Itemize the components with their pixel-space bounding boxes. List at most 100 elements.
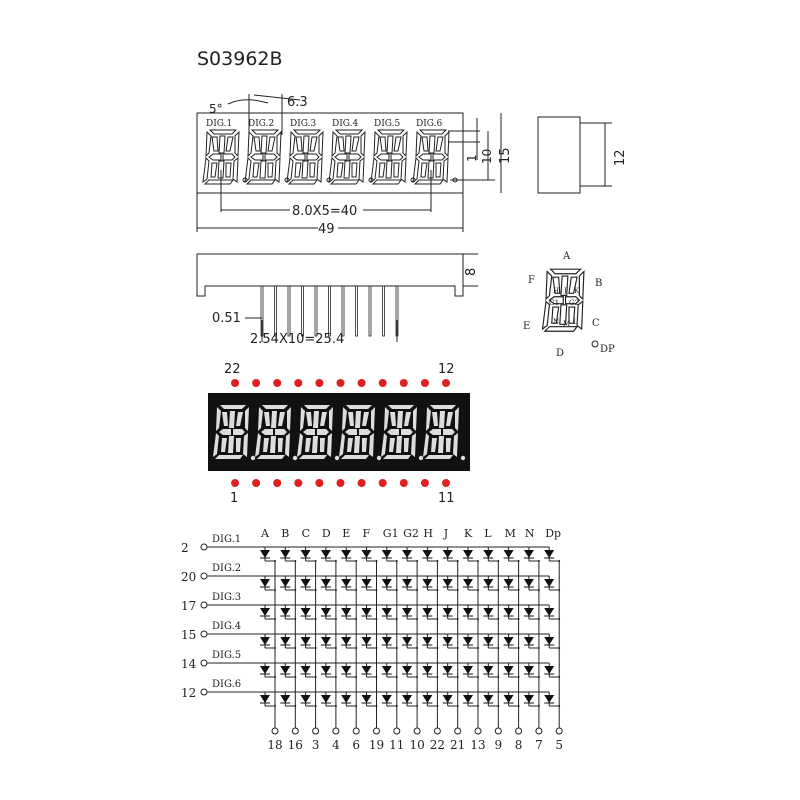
pin-pitch-label: 2.54X10=25.4 (250, 332, 344, 347)
pin-label-top-right: 12 (438, 362, 455, 377)
led-diode-icon (482, 607, 494, 617)
digit-outline (286, 129, 324, 185)
segment-label-g1: G1 (549, 299, 559, 307)
led-diode-icon (543, 636, 555, 646)
led-diode-icon (482, 549, 494, 559)
bottom-pin-dot (420, 479, 429, 487)
pin (287, 285, 291, 337)
led-diode-icon (320, 549, 332, 559)
pin-view: 22 12 1 11 (208, 362, 470, 506)
segment-pin-terminal (555, 727, 563, 735)
led-diode-icon (462, 636, 474, 646)
top-pin-dot (315, 379, 324, 387)
segment-pin-number: 16 (288, 738, 303, 752)
led-diode-icon (503, 665, 515, 675)
led-diode-icon (442, 665, 454, 675)
top-pin-dot (420, 379, 429, 387)
segment-column-label: Dp (545, 527, 561, 540)
led-diode-icon (442, 636, 454, 646)
segment-column-label: C (302, 527, 310, 540)
led-diode-icon (320, 636, 332, 646)
led-diode-icon (320, 607, 332, 617)
led-diode-icon (259, 578, 271, 588)
led-diode-icon (320, 665, 332, 675)
segment-pin-number: 22 (430, 738, 445, 752)
top-pin-dot (378, 379, 387, 387)
led-diode-icon (421, 665, 433, 675)
angle-label: 5° (209, 102, 223, 116)
pin (314, 285, 318, 337)
led-diode-icon (462, 607, 474, 617)
segment-label-h: H (553, 287, 559, 295)
pin-label-bottom-left: 1 (230, 491, 238, 506)
segment-pin-number: 13 (470, 738, 485, 752)
led-diode-icon (300, 607, 312, 617)
segment-pin-number: 6 (352, 738, 360, 752)
led-diode-icon (279, 607, 291, 617)
part-number-title: S03962B (197, 48, 283, 70)
segment-label-l: L (573, 318, 578, 326)
led-diode-icon (259, 549, 271, 559)
display-decimal-point (376, 455, 382, 461)
segment-pin-number: 8 (515, 738, 523, 752)
led-diode-icon (482, 578, 494, 588)
segment-pin-number: 10 (409, 738, 424, 752)
segment-column-label: G2 (403, 527, 419, 540)
bottom-pin-dot (273, 479, 282, 487)
segment-pin-terminal (413, 727, 421, 735)
bottom-pin-dot (442, 479, 450, 487)
segment-column-label: D (322, 527, 331, 540)
led-diode-icon (259, 636, 271, 646)
side-view: 12 (537, 116, 628, 194)
led-diode-icon (421, 549, 433, 559)
segment-column-label: K (464, 527, 473, 540)
led-diode-icon (300, 694, 312, 704)
pin (382, 285, 385, 337)
segment-pin-number: 3 (312, 738, 320, 752)
led-diode-icon (259, 694, 271, 704)
led-diode-icon (320, 694, 332, 704)
bottom-pin-dot (294, 479, 303, 487)
led-diode-icon (462, 578, 474, 588)
digit-line-label: DIG.4 (212, 621, 241, 632)
display-decimal-point (250, 455, 256, 461)
top-pin-dot (442, 379, 450, 387)
pin (341, 285, 345, 337)
segment-column-label: M (505, 527, 516, 540)
bottom-pin-dot (252, 479, 261, 487)
led-diode-icon (340, 694, 352, 704)
digit-label: DIG.1 (206, 119, 232, 129)
digit-label: DIG.2 (248, 119, 274, 129)
segment-column-label: E (342, 527, 350, 540)
digit-outline (244, 129, 282, 185)
led-diode-icon (401, 607, 413, 617)
led-diode-icon (421, 694, 433, 704)
display-decimal-point (292, 455, 298, 461)
segment-label-b: B (595, 278, 602, 289)
led-diode-icon (543, 607, 555, 617)
led-diode-icon (340, 549, 352, 559)
led-diode-icon (482, 665, 494, 675)
led-diode-icon (361, 549, 372, 559)
led-diode-icon (462, 694, 474, 704)
led-diode-icon (320, 578, 332, 588)
led-diode-icon (523, 636, 535, 646)
led-diode-icon (300, 549, 312, 559)
digit-pin-number: 20 (181, 570, 196, 584)
digit-pin-terminal (200, 543, 208, 551)
segment-pin-terminal (332, 727, 340, 735)
led-diode-icon (300, 665, 312, 675)
display-decimal-point (460, 455, 466, 461)
digit-label: DIG.4 (332, 119, 359, 129)
top-pin-dot (336, 379, 345, 387)
pin (328, 285, 331, 337)
led-diode-icon (340, 578, 352, 588)
led-diode-icon (543, 694, 555, 704)
top-pin-dot (273, 379, 282, 387)
digit-line-label: DIG.3 (212, 592, 241, 603)
digit-pin-terminal (200, 659, 208, 667)
display-decimal-point (418, 455, 424, 461)
led-diode-icon (361, 665, 372, 675)
depth-dim-label: 8 (464, 268, 479, 276)
